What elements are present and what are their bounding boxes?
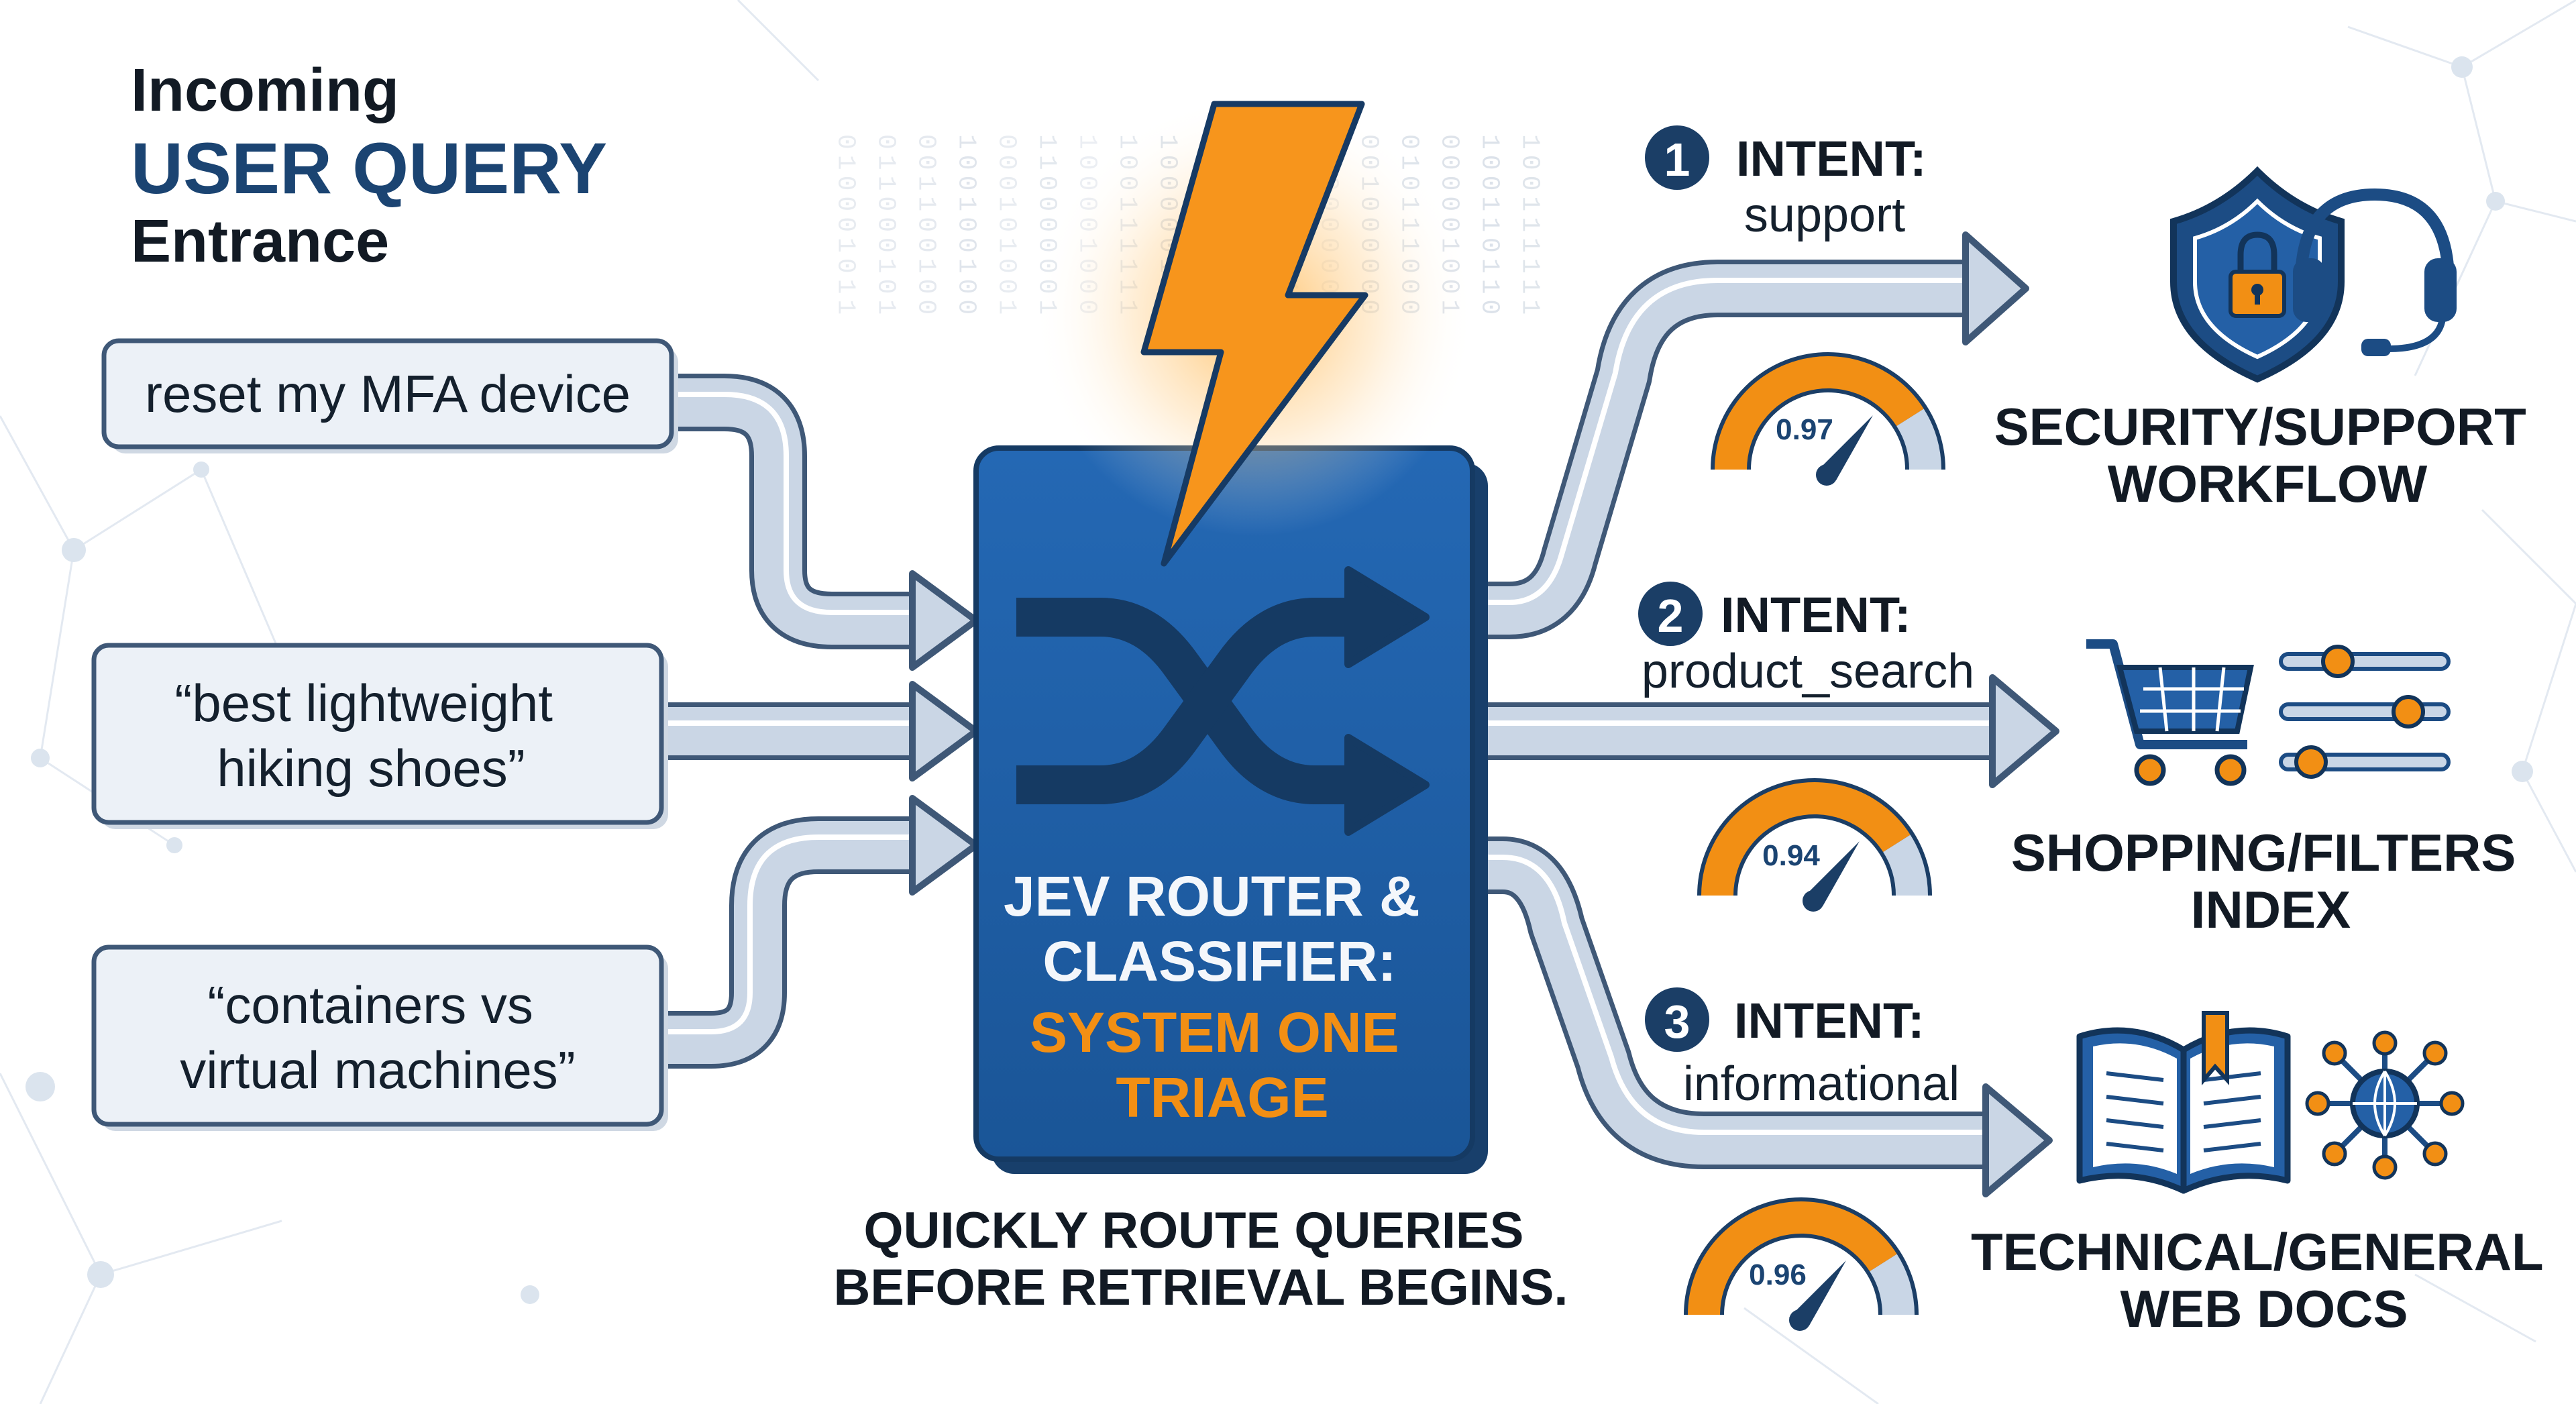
intent-3-title: INTENT:: [1734, 993, 1925, 1048]
intent-2-value: product_search: [1642, 645, 1974, 698]
gauge-remainder: [1869, 1254, 1915, 1315]
intent-1-number: 1: [1664, 133, 1690, 186]
shuffle-icon: [1016, 566, 1430, 836]
router-highlight: SYSTEM ONE TRIAGE: [1030, 1001, 1415, 1129]
query-box-3[interactable]: “containers vs virtual machines”: [91, 944, 668, 1131]
globe-network-icon: [2305, 1030, 2465, 1180]
intent-1-number-badge: [1645, 125, 1709, 190]
destination-2-line-2: INDEX: [2191, 880, 2351, 939]
destination-3-line-1: TECHNICAL/GENERAL: [1971, 1222, 2542, 1281]
shopping-cart-icon: [2086, 639, 2254, 786]
heading-line-1: Incoming: [131, 57, 399, 124]
gauge-value-2: 0.94: [1762, 839, 1820, 872]
destination-2-label: SHOPPING/FILTERS INDEX: [2011, 823, 2530, 939]
destination-3-line-2: WEB DOCS: [2121, 1279, 2408, 1338]
confidence-gauge-3: 0.96: [1684, 1197, 1919, 1331]
destination-2-line-1: SHOPPING/FILTERS: [2011, 823, 2516, 882]
intent-3-number-badge: [1645, 987, 1709, 1052]
router-title-line-1: JEV ROUTER &: [1004, 865, 1420, 928]
gauge-needle: [1789, 1260, 1846, 1326]
intent-3-label: 3 INTENT: informational: [1645, 987, 1960, 1111]
query-text-3: “containers vs virtual machines”: [180, 975, 576, 1099]
gauge-needle: [1803, 841, 1860, 906]
intent-2-title: INTENT:: [1721, 587, 1911, 643]
router-caption-line-2: BEFORE RETRIEVAL BEGINS.: [833, 1259, 1568, 1316]
binary-column: 000101001: [992, 134, 1021, 320]
output-pipes: [1469, 231, 2059, 1197]
query-2-line-2: hiking shoes”: [217, 739, 525, 798]
gauge-value-3: 0.96: [1749, 1258, 1807, 1291]
headset-icon: [2293, 188, 2457, 356]
router-title: JEV ROUTER & CLASSIFIER:: [1004, 865, 1436, 993]
incoming-query-heading: Incoming USER QUERY Entrance: [131, 57, 607, 275]
router-classifier-box: JEV ROUTER & CLASSIFIER: SYSTEM ONE TRIA…: [973, 445, 1488, 1174]
router-title-line-2: CLASSIFIER:: [1042, 930, 1396, 993]
intent-1-title: INTENT:: [1736, 131, 1927, 186]
destination-1-line-2: WORKFLOW: [2108, 454, 2428, 513]
confidence-gauges: 0.97 0.94 0.96: [1684, 352, 1945, 1331]
intent-1-value: support: [1744, 188, 1905, 242]
background-nodes: [25, 56, 2533, 1304]
query-text-1: reset my MFA device: [145, 364, 631, 423]
query-1-line-1: reset my MFA device: [145, 364, 631, 423]
binary-column: 001100100: [912, 134, 941, 320]
intent-2-number: 2: [1658, 590, 1684, 642]
binary-column: 100111111: [1515, 134, 1544, 320]
query-box-1[interactable]: reset my MFA device: [101, 338, 678, 453]
query-box-2[interactable]: “best lightweight hiking shoes”: [91, 643, 668, 829]
heading-line-3: Entrance: [131, 208, 389, 275]
query-text-2: “best lightweight hiking shoes”: [174, 673, 567, 798]
gauge-remainder: [1882, 834, 1928, 896]
destination-1-label: SECURITY/SUPPORT WORKFLOW: [1994, 397, 2541, 513]
destination-3-label: TECHNICAL/GENERAL WEB DOCS: [1971, 1222, 2557, 1338]
confidence-gauge-1: 0.97: [1711, 352, 1945, 486]
router-highlight-line-2: TRIAGE: [1116, 1066, 1328, 1129]
input-pipes: [667, 374, 979, 1069]
binary-column: 100110110: [1475, 134, 1504, 320]
intent-3-number: 3: [1664, 995, 1690, 1048]
lightning-bolt-icon: [1033, 94, 1476, 567]
intent-2-number-badge: [1638, 582, 1703, 646]
sliders-icon: [2279, 645, 2451, 779]
gauge-hub: [1789, 1309, 1811, 1331]
binary-column: 100100100: [952, 134, 981, 320]
gauge-fill: [1701, 782, 1911, 896]
intent-2-label: 2 INTENT: product_search: [1638, 582, 1974, 698]
router-caption: QUICKLY ROUTE QUERIES BEFORE RETRIEVAL B…: [833, 1202, 1568, 1316]
intent-1-label: 1 INTENT: support: [1645, 125, 1927, 242]
query-3-line-2: virtual machines”: [180, 1040, 576, 1099]
heading-line-2: USER QUERY: [131, 127, 607, 209]
gauge-fill: [1688, 1201, 1897, 1315]
destination-1-line-1: SECURITY/SUPPORT: [1994, 397, 2526, 456]
query-3-line-1: “containers vs: [207, 975, 533, 1034]
open-book-icon: [2076, 1011, 2291, 1194]
binary-column: 010001011: [831, 134, 860, 320]
gauge-needle: [1816, 415, 1873, 480]
gauge-fill: [1715, 356, 1924, 470]
gauge-hub: [1803, 890, 1824, 912]
gauge-hub: [1816, 464, 1837, 486]
router-highlight-line-1: SYSTEM ONE: [1030, 1001, 1399, 1064]
confidence-gauge-2: 0.94: [1697, 778, 1932, 912]
router-caption-line-1: QUICKLY ROUTE QUERIES: [863, 1202, 1523, 1259]
binary-column: 011000101: [871, 134, 900, 320]
gauge-value-1: 0.97: [1776, 413, 1833, 446]
intent-3-value: informational: [1683, 1057, 1960, 1111]
query-2-line-1: “best lightweight: [174, 673, 553, 733]
gauge-remainder: [1896, 409, 1941, 470]
shield-lock-icon: [2170, 166, 2345, 383]
